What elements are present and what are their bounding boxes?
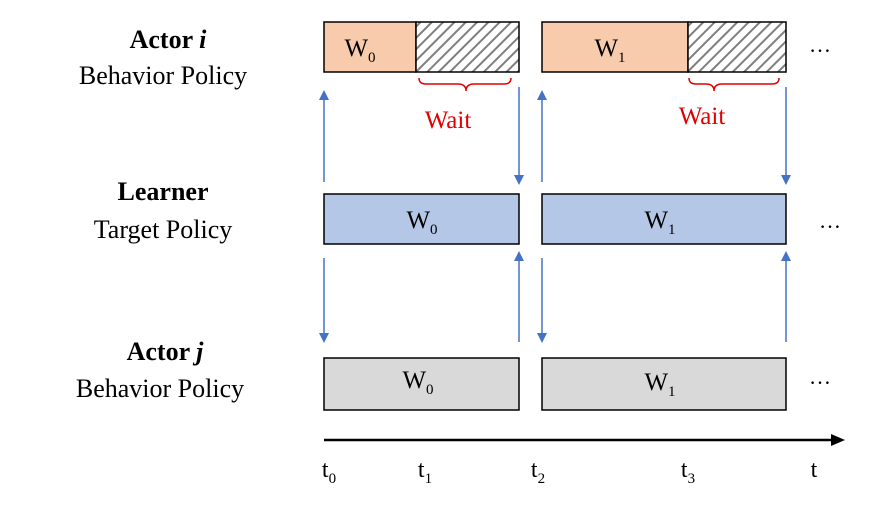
wait-brace-1 xyxy=(418,77,512,92)
actor-j-w1-label: W1 xyxy=(644,369,675,400)
tick-t0: t0 xyxy=(322,457,336,487)
actor-i-wait-block-2 xyxy=(687,21,787,73)
wait-label-2: Wait xyxy=(679,103,726,130)
tick-t3: t3 xyxy=(681,457,695,487)
actor-j-subtitle: Behavior Policy xyxy=(76,374,244,403)
actor-j-title: Actor j xyxy=(127,337,205,366)
actor-i-w0-label: W0 xyxy=(344,35,375,66)
actor-j-w0-block xyxy=(323,357,520,411)
actor-j-w1-block xyxy=(541,357,787,411)
actor-i-title: Actor i xyxy=(130,25,208,54)
actor-i-wait-block-1 xyxy=(415,21,520,73)
actor-i-subtitle: Behavior Policy xyxy=(79,61,247,90)
learner-title: Learner xyxy=(118,177,209,206)
tick-t: t xyxy=(811,457,818,483)
learner-subtitle: Target Policy xyxy=(94,215,233,244)
learner-w0-label: W0 xyxy=(406,207,437,238)
wait-label-1: Wait xyxy=(425,107,472,134)
actor-j-w0-label: W0 xyxy=(402,367,433,398)
wait-brace-2 xyxy=(688,77,780,92)
actor-i-w1-label: W1 xyxy=(594,35,625,66)
tick-t1: t1 xyxy=(418,457,432,487)
actor-i-w0-block xyxy=(323,21,417,73)
learner-ellipsis: … xyxy=(819,208,841,233)
learner-w1-block xyxy=(541,193,787,245)
actor-i-ellipsis: … xyxy=(809,32,831,57)
tick-t2: t2 xyxy=(531,457,545,487)
learner-w1-label: W1 xyxy=(644,207,675,238)
learner-w0-block xyxy=(323,193,520,245)
actor-j-ellipsis: … xyxy=(809,364,831,389)
